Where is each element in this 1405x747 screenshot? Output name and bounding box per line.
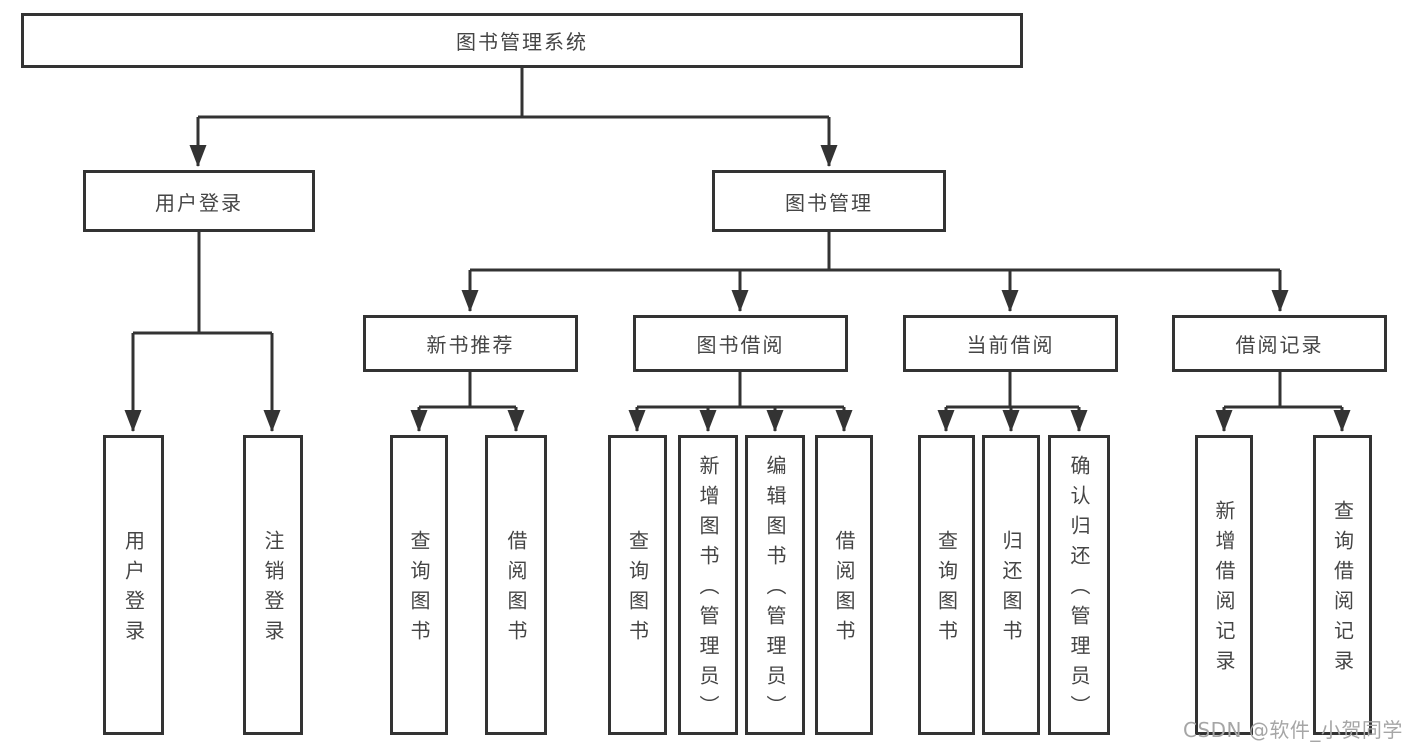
leaf-query-books-recommend: 查询图书 xyxy=(390,435,448,735)
connector-book-borrow-trunk xyxy=(637,372,844,409)
leaf-query-books-borrow: 查询图书 xyxy=(608,435,667,735)
connector-new-book-trunk xyxy=(419,372,516,409)
leaf-query-borrow-record: 查询借阅记录 xyxy=(1313,435,1372,735)
connector-borrow-records-trunk xyxy=(1224,372,1342,409)
node-root-system: 图书管理系统 xyxy=(21,13,1023,68)
leaf-borrow-books: 借阅图书 xyxy=(815,435,873,735)
leaf-edit-books-admin: 编辑图书（管理员） xyxy=(745,435,805,735)
node-book-management: 图书管理 xyxy=(712,170,946,232)
node-current-borrow: 当前借阅 xyxy=(903,315,1118,372)
leaf-user-login: 用户登录 xyxy=(103,435,164,735)
csdn-watermark: CSDN @软件_小贺同学 xyxy=(1183,718,1403,742)
node-new-book-recommend: 新书推荐 xyxy=(363,315,578,372)
connector-user-login-trunk xyxy=(133,232,272,335)
connector-root-trunk xyxy=(198,68,829,119)
leaf-query-books-current: 查询图书 xyxy=(918,435,975,735)
leaf-borrow-books-recommend: 借阅图书 xyxy=(485,435,547,735)
leaf-logout-login: 注销登录 xyxy=(243,435,303,735)
leaf-return-books: 归还图书 xyxy=(982,435,1040,735)
connector-current-borrow-trunk xyxy=(946,372,1079,409)
node-user-login: 用户登录 xyxy=(83,170,315,232)
leaf-add-books-admin: 新增图书（管理员） xyxy=(678,435,738,735)
leaf-add-borrow-record: 新增借阅记录 xyxy=(1195,435,1253,735)
node-book-borrow: 图书借阅 xyxy=(633,315,848,372)
leaf-confirm-return-admin: 确认归还（管理员） xyxy=(1048,435,1110,735)
connector-book-management-trunk xyxy=(470,232,1280,272)
node-borrow-records: 借阅记录 xyxy=(1172,315,1387,372)
